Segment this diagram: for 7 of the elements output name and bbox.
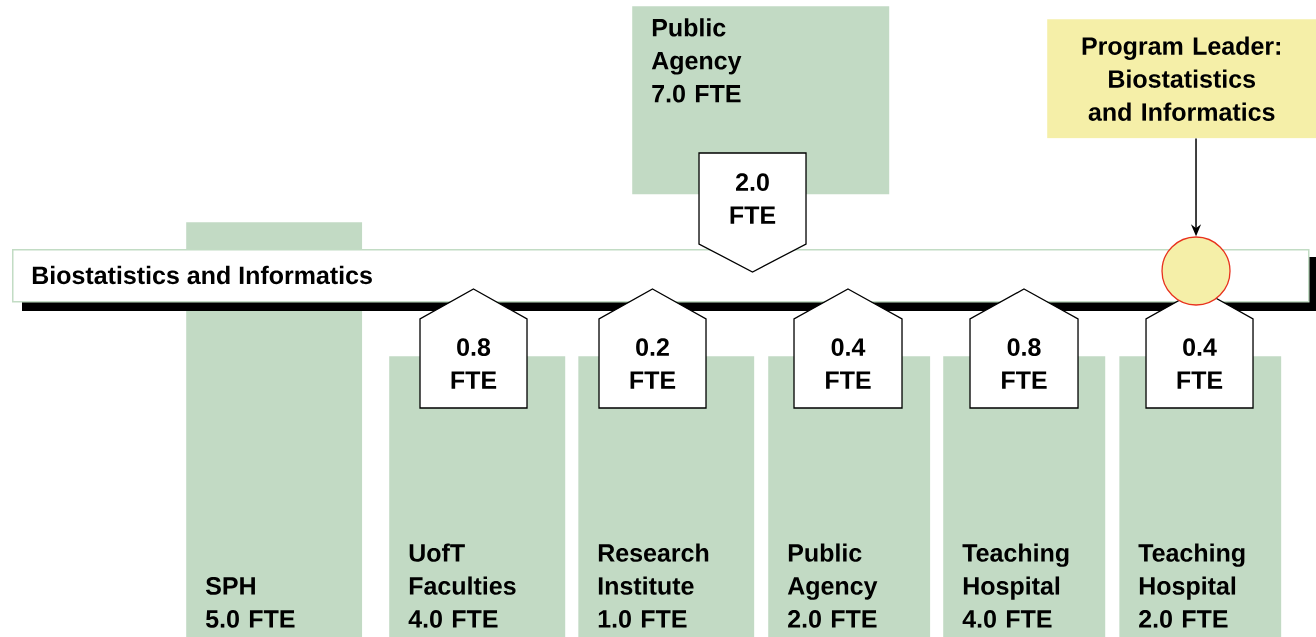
leader-box: Program Leader: Biostatistics and Informatics (1047, 19, 1316, 139)
circle-marker (1161, 236, 1231, 306)
fte-tag: 0.4 FTE (793, 288, 903, 409)
fte-tag: 0.2 FTE (598, 288, 707, 409)
fte-tag: 0.4 FTE (1145, 288, 1254, 409)
fte-tag: 0.8 FTE (419, 288, 528, 409)
fte-tag: 0.8 FTE (969, 288, 1079, 409)
